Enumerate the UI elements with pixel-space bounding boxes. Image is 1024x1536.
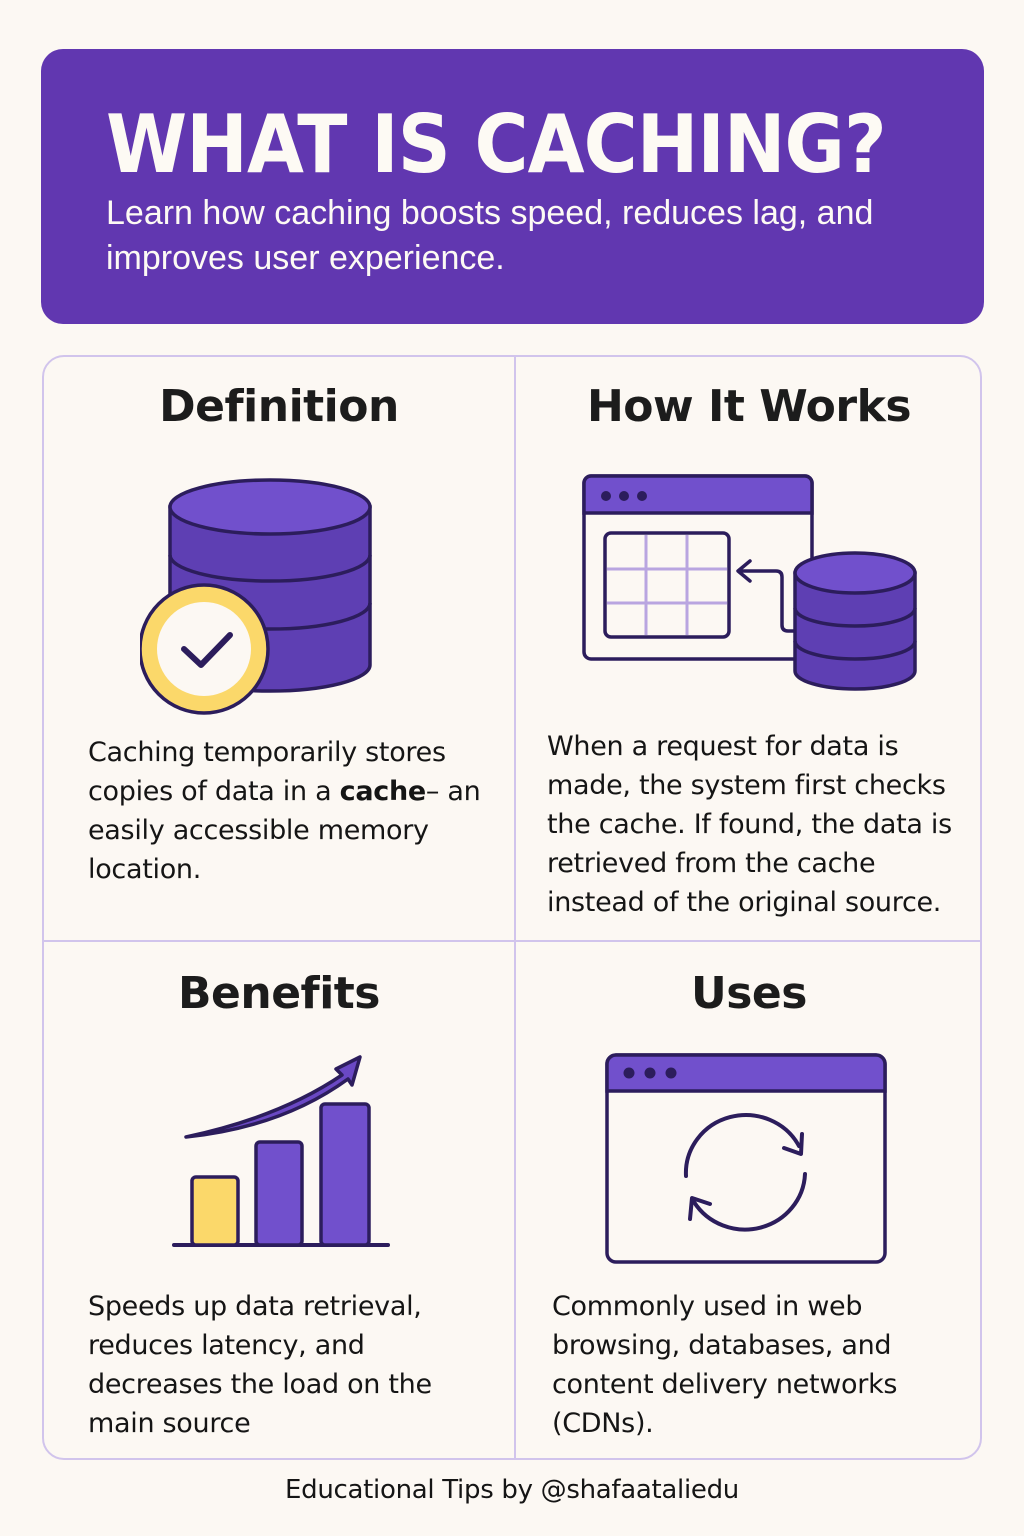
info-grid: Definition Caching temporarily stores co… xyxy=(42,355,982,1460)
section-title: Uses xyxy=(691,968,807,1019)
database-check-icon xyxy=(140,478,372,715)
section-title: Definition xyxy=(159,381,399,432)
section-title: Benefits xyxy=(178,968,381,1019)
hero-banner: WHAT IS CACHING? Learn how caching boost… xyxy=(41,49,984,324)
section-definition: Definition Caching temporarily stores co… xyxy=(44,357,514,940)
footer-credit: Educational Tips by @shafaataliedu xyxy=(285,1475,739,1505)
page-subtitle: Learn how caching boosts speed, reduces … xyxy=(106,194,874,277)
section-text: Speeds up data retrieval, reduces latenc… xyxy=(88,1291,432,1439)
section-title: How It Works xyxy=(586,381,912,432)
browser-database-arrow-icon xyxy=(582,474,917,691)
section-text: Caching temporarily stores copies of dat… xyxy=(88,737,481,885)
section-uses: Uses Commonly used in web browsing, data… xyxy=(514,940,980,1458)
section-text: Commonly used in web browsing, databases… xyxy=(552,1291,898,1439)
growth-bar-chart-icon xyxy=(172,1055,390,1247)
section-text: When a request for data is made, the sys… xyxy=(547,731,952,918)
browser-refresh-icon xyxy=(605,1053,887,1264)
section-how-it-works: How It Works When a request fo xyxy=(514,357,980,940)
page-title: WHAT IS CACHING? xyxy=(106,98,887,191)
section-benefits: Benefits Speeds up data retrieval, reduc… xyxy=(44,940,514,1458)
